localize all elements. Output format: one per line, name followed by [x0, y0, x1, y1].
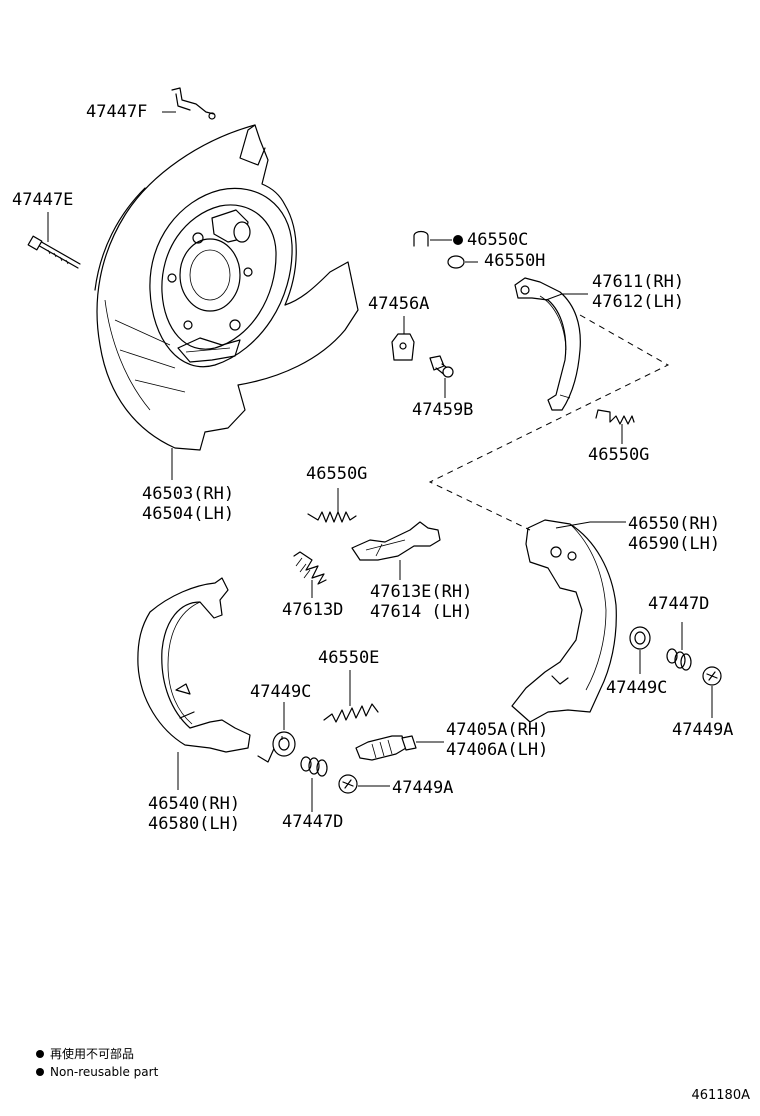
- label-47611: 47611(RH): [592, 272, 685, 292]
- label-47405A: 47405A(RH): [446, 720, 549, 740]
- cup-47449C-right: [629, 626, 651, 674]
- leader-lines: [47, 111, 283, 740]
- brake-shoe-left: [137, 577, 251, 753]
- label-46580: 46580(LH): [148, 814, 241, 834]
- clip-46550C: [413, 230, 463, 247]
- spring-46550G-right: [595, 409, 635, 444]
- label-47406A: 47406A(LH): [446, 740, 549, 760]
- label-46540: 46540(RH): [148, 794, 241, 814]
- label-47447D-left: 47447D: [282, 812, 344, 832]
- label-46503: 46503(RH): [142, 484, 235, 504]
- spring-46550E: [323, 670, 379, 723]
- label-47449A-middle: 47449A: [392, 778, 454, 798]
- spring-47447D-right: [666, 622, 692, 671]
- label-47447F: 47447F: [86, 102, 148, 122]
- clip-47447F: [171, 87, 216, 120]
- label-47447D-right: 47447D: [648, 594, 710, 614]
- cap-47449A-middle: [338, 774, 390, 794]
- drawing-number: 461180A: [691, 1088, 750, 1103]
- label-47449A-right: 47449A: [672, 720, 734, 740]
- non-reusable-marker: [453, 235, 463, 245]
- label-46550: 46550(RH): [628, 514, 721, 534]
- plug-47456A: [391, 316, 415, 361]
- bolt-47459B: [429, 355, 454, 398]
- label-46590: 46590(LH): [628, 534, 721, 554]
- spring-46550G-middle: [307, 488, 357, 523]
- label-46550C: 46550C: [467, 230, 529, 250]
- label-47612: 47612(LH): [592, 292, 685, 312]
- adjuster-47405A: [355, 735, 444, 761]
- bullet-icon: [36, 1068, 44, 1076]
- brake-shoe-right: [511, 519, 617, 723]
- legend-jp: 再使用不可部品: [36, 1046, 134, 1062]
- label-47449C-right: 47449C: [606, 678, 668, 698]
- spring-47447D-left: [300, 756, 328, 812]
- parking-shoe-upper: [514, 277, 581, 411]
- label-47459B: 47459B: [412, 400, 474, 420]
- label-46504: 46504(LH): [142, 504, 235, 524]
- label-46550E: 46550E: [318, 648, 380, 668]
- label-47447E: 47447E: [12, 190, 74, 210]
- washer-46550H: [447, 255, 478, 269]
- backing-plate: [94, 124, 359, 451]
- label-47613E: 47613E(RH): [370, 582, 473, 602]
- label-46550G-middle: 46550G: [306, 464, 368, 484]
- strut-47613E: [351, 521, 441, 580]
- label-47449C-left: 47449C: [250, 682, 312, 702]
- spring-47613D: [293, 551, 327, 598]
- legend-jp-text: 再使用不可部品: [50, 1047, 135, 1061]
- bullet-icon: [36, 1050, 44, 1058]
- label-47614: 47614 (LH): [370, 602, 473, 622]
- label-46550H: 46550H: [484, 251, 546, 271]
- legend-en-text: Non-reusable part: [50, 1065, 159, 1079]
- cup-47449C-left: [257, 702, 296, 763]
- cap-47449A-right: [702, 666, 722, 718]
- label-47613D: 47613D: [282, 600, 344, 620]
- label-47456A: 47456A: [368, 294, 430, 314]
- legend-en: Non-reusable part: [36, 1064, 158, 1080]
- bolt-47447E: [27, 235, 81, 269]
- label-46550G-right: 46550G: [588, 445, 650, 465]
